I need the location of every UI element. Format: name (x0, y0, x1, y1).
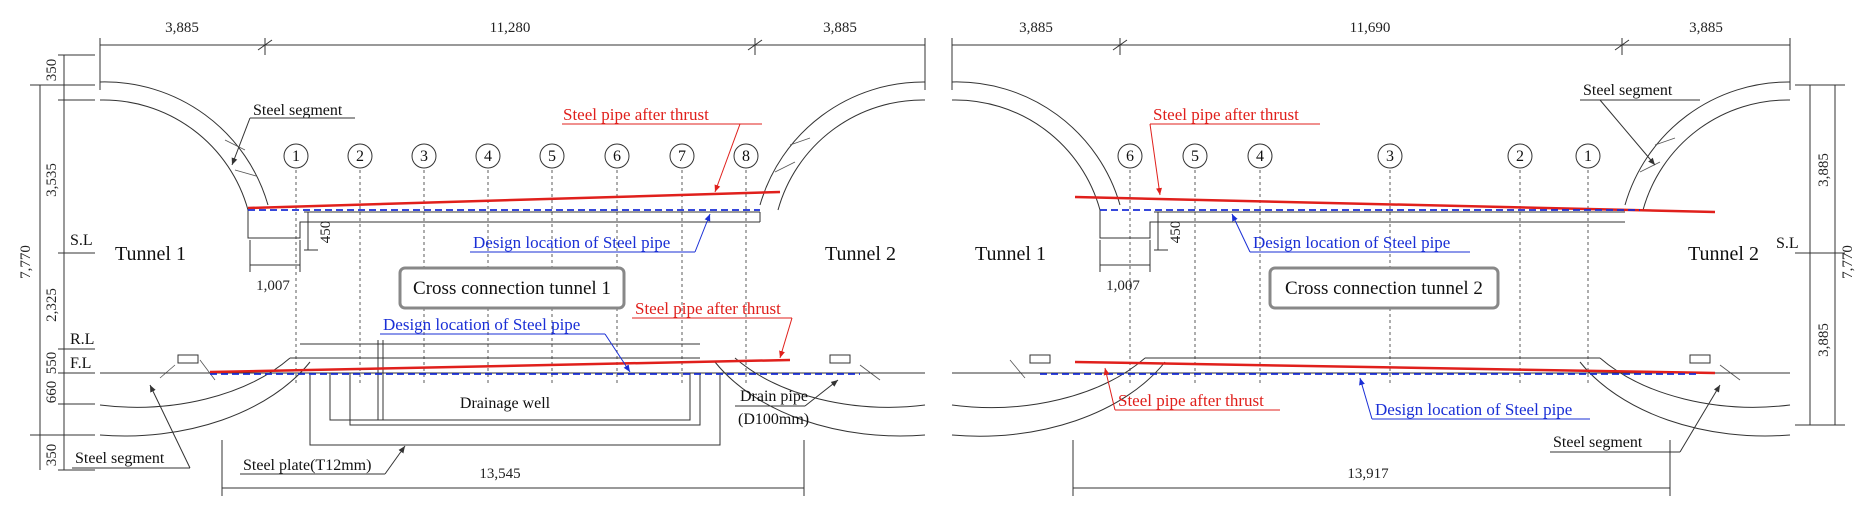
right-dim-3: 3,885 (1689, 20, 1723, 36)
left-rl-label: R.L (70, 331, 94, 348)
left-pipe-numbers: 1 2 3 4 5 6 7 8 (283, 143, 759, 169)
right-steel-segment-bottom-label: Steel segment (1553, 434, 1643, 451)
left-red-pipe-bottom (209, 358, 791, 374)
right-dim-2: 11,690 (1350, 20, 1391, 36)
left-pipe-number: 8 (742, 148, 750, 165)
left-dim-2: 11,280 (490, 20, 531, 36)
left-steel-segment-bottom-label: Steel segment (75, 450, 165, 467)
right-blue-top-label: Design location of Steel pipe (1253, 233, 1450, 252)
right-bottom-dim: 13,917 (1347, 466, 1389, 482)
right-steel-segment-label: Steel segment (1583, 82, 1673, 99)
right-dim-1: 3,885 (1019, 20, 1053, 36)
left-pipe-number: 5 (548, 148, 556, 165)
right-pipe-number: 4 (1256, 148, 1264, 165)
right-pipe-number: 3 (1386, 148, 1394, 165)
right-dim-450: 450 (1168, 221, 1184, 244)
left-tunnel-2-shape (714, 81, 926, 437)
left-vdim-3535: 3,535 (44, 163, 60, 197)
left-red-bottom-label: Steel pipe after thrust (635, 299, 781, 318)
right-pipe-number: 5 (1191, 148, 1199, 165)
left-bottom-dim: 13,545 (479, 466, 520, 482)
left-total-height: 7,770 (18, 245, 34, 279)
drain-pipe-label: Drain pipe (740, 388, 808, 405)
right-pipe-number: 2 (1516, 148, 1524, 165)
left-bottom-dimension: 13,545 (221, 440, 805, 496)
right-blue-bottom-label: Design location of Steel pipe (1375, 400, 1572, 419)
left-tunnel-1-label: Tunnel 1 (115, 243, 186, 265)
right-pipe-number: 1 (1584, 148, 1592, 165)
left-red-pipe-top (247, 190, 781, 210)
left-diagram: 3,885 11,280 3,885 350 3,535 2,325 550 6… (18, 20, 926, 496)
left-vdim-660: 660 (44, 381, 60, 404)
left-tunnel-1-shape (99, 81, 311, 437)
drain-pipe-size-label: (D100mm) (738, 411, 809, 428)
steel-plate-label: Steel plate(T12mm) (243, 457, 371, 474)
right-sl-label: S.L (1776, 235, 1799, 252)
right-tunnel-1-label: Tunnel 1 (975, 243, 1046, 265)
left-vdim-350-top: 350 (44, 59, 60, 82)
left-dim-3: 3,885 (823, 20, 857, 36)
left-dim-1007: 1,007 (256, 278, 290, 294)
right-red-top-label: Steel pipe after thrust (1153, 105, 1299, 124)
left-title-box: Cross connection tunnel 1 (398, 266, 626, 310)
left-vdim-550: 550 (44, 352, 60, 375)
right-title-box: Cross connection tunnel 2 (1268, 266, 1500, 310)
drainage-well-label: Drainage well (460, 395, 551, 412)
left-vdim-350-bottom: 350 (44, 444, 60, 467)
left-pipe-number: 3 (420, 148, 428, 165)
left-blue-bottom-label: Design location of Steel pipe (383, 315, 580, 334)
left-vertical-dimension: 350 3,535 2,325 550 660 350 7,770 S.L R.… (18, 54, 95, 471)
left-pipe-number: 4 (484, 148, 492, 165)
left-fl-label: F.L (70, 355, 91, 372)
left-cross-tunnel-structure (100, 210, 925, 446)
left-pipe-number: 6 (613, 148, 621, 165)
right-dim-1007: 1,007 (1106, 278, 1140, 294)
right-total-height: 7,770 (1840, 245, 1856, 279)
right-vdim-top: 3,885 (1816, 153, 1832, 187)
right-tunnel-2-label: Tunnel 2 (1688, 243, 1759, 265)
right-pipe-numbers: 6 5 4 3 2 1 (1117, 143, 1601, 169)
right-title: Cross connection tunnel 2 (1285, 278, 1483, 299)
left-sl-label: S.L (70, 232, 93, 249)
left-blue-top-label: Design location of Steel pipe (473, 233, 670, 252)
left-red-top-label: Steel pipe after thrust (563, 105, 709, 124)
left-vdim-2325: 2,325 (44, 288, 60, 322)
left-title: Cross connection tunnel 1 (413, 278, 611, 299)
left-dim-450: 450 (318, 221, 334, 244)
left-dim-1: 3,885 (165, 20, 199, 36)
right-pipe-number: 6 (1126, 148, 1134, 165)
left-pipe-number: 1 (292, 148, 300, 165)
right-vdim-bottom: 3,885 (1816, 323, 1832, 357)
right-diagram: 3,885 11,690 3,885 3,885 3,885 7,770 S.L (951, 20, 1856, 496)
right-vertical-dimension: 3,885 3,885 7,770 S.L (1776, 84, 1856, 426)
right-bottom-dimension: 13,917 (1072, 440, 1671, 496)
right-tunnel-1-shape (951, 81, 1166, 437)
left-pipe-number: 2 (356, 148, 364, 165)
right-top-dimension: 3,885 11,690 3,885 (951, 20, 1791, 90)
right-red-bottom-label: Steel pipe after thrust (1118, 391, 1264, 410)
left-top-dimension: 3,885 11,280 3,885 (99, 20, 926, 90)
left-pipe-number: 7 (678, 148, 686, 165)
left-tunnel-2-label: Tunnel 2 (825, 243, 896, 265)
left-steel-segment-top-label: Steel segment (253, 102, 343, 119)
right-red-pipe-bottom (1074, 360, 1716, 375)
